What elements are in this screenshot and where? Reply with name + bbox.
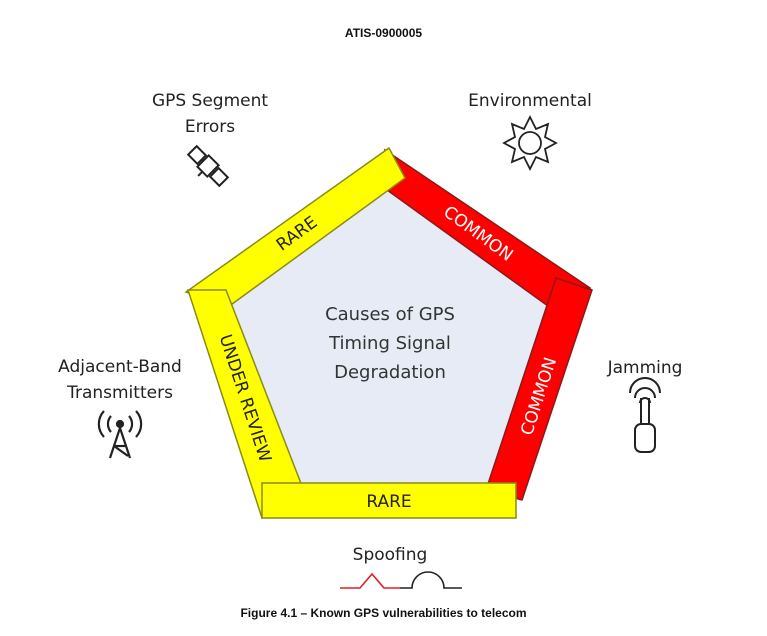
cause-environmental: Environmental [450, 88, 610, 114]
satellite-icon [186, 144, 230, 188]
signal-wave-icon [340, 571, 462, 589]
figure-caption: Figure 4.1 – Known GPS vulnerabilities t… [240, 606, 527, 620]
center-title-line1: Causes of GPS [325, 304, 455, 325]
cause-gps-segment-line1: GPS Segment [151, 91, 269, 111]
document-id-header: ATIS-0900005 [344, 26, 423, 40]
cause-adjacent-band-line1: Adjacent-Band [58, 357, 182, 377]
radio-tower-icon [97, 410, 143, 459]
cause-adjacent-band: Adjacent-Band Transmitters [40, 354, 200, 406]
cause-spoofing: Spoofing [330, 542, 450, 568]
diagram-center-title: Causes of GPS Timing Signal Degradation [300, 300, 480, 387]
cause-spoofing-line1: Spoofing [352, 545, 428, 565]
cause-jamming: Jamming [590, 355, 700, 381]
cause-adjacent-band-line2: Transmitters [67, 383, 173, 403]
cause-gps-segment: GPS Segment Errors [130, 88, 290, 140]
band-right [485, 277, 593, 501]
center-title-line3: Degradation [334, 362, 446, 383]
jammer-icon [629, 377, 661, 453]
cause-gps-segment-line2: Errors [184, 117, 236, 137]
band-bottom [261, 482, 517, 519]
center-title-line2: Timing Signal [329, 333, 451, 354]
band-bottom-label: RARE [366, 492, 411, 512]
cause-jamming-line1: Jamming [607, 358, 683, 378]
sun-icon [502, 114, 558, 172]
cause-environmental-line1: Environmental [468, 91, 592, 111]
